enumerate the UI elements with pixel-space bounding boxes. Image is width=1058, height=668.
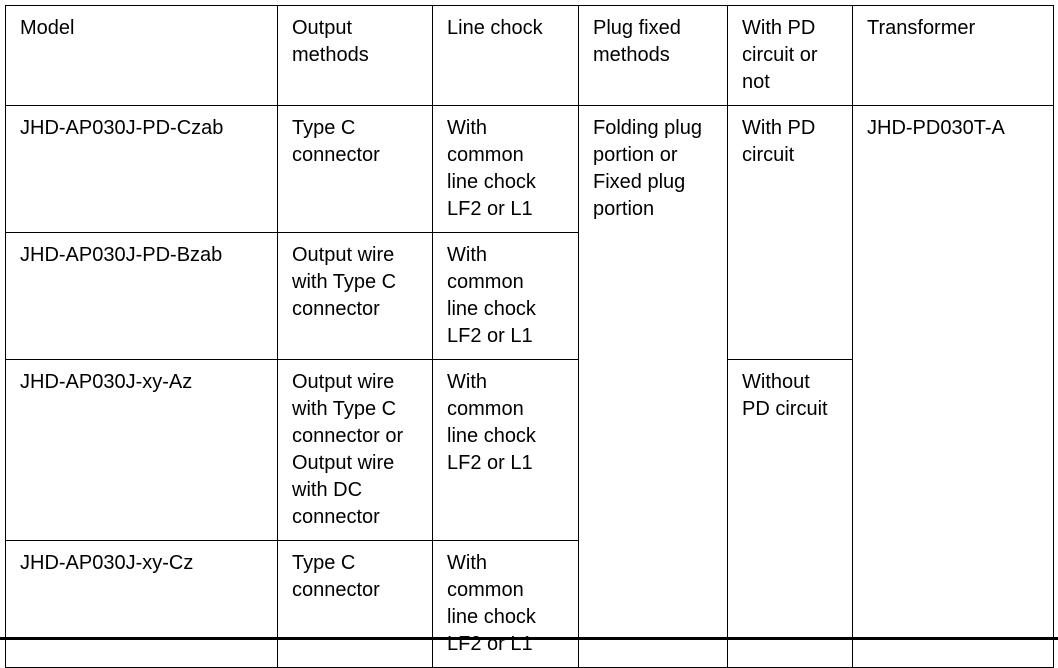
cell-line-chock: With common line chock LF2 or L1 bbox=[432, 232, 579, 360]
cell-line-chock: With common line chock LF2 or L1 bbox=[432, 540, 579, 668]
cell-plug-fixed-methods-value: Folding plug portion or Fixed plug porti… bbox=[593, 117, 702, 220]
cell-plug-fixed-methods-merged: Folding plug portion or Fixed plug porti… bbox=[578, 105, 728, 668]
column-header-line-chock: Line chock bbox=[432, 5, 579, 106]
cell-output-methods: Output wire with Type C connector or Out… bbox=[277, 359, 433, 541]
column-header-output-methods-label: Output methods bbox=[292, 17, 369, 66]
cell-line-chock: With common line chock LF2 or L1 bbox=[432, 359, 579, 541]
cell-output-methods: Type C connector bbox=[277, 540, 433, 668]
cell-line-chock-value: With common line chock LF2 or L1 bbox=[447, 117, 536, 220]
column-header-model: Model bbox=[5, 5, 278, 106]
column-header-output-methods: Output methods bbox=[277, 5, 433, 106]
cell-output-methods-value: Type C connector bbox=[292, 552, 380, 601]
cell-output-methods-value: Output wire with Type C connector bbox=[292, 244, 397, 320]
cell-pd-circuit-without-value: Without PD circuit bbox=[742, 371, 828, 420]
column-header-model-label: Model bbox=[20, 17, 75, 39]
cell-line-chock-value: With common line chock LF2 or L1 bbox=[447, 552, 536, 655]
document-page: Model Output methods Line chock Plug fix… bbox=[0, 5, 1058, 668]
cell-output-methods: Type C connector bbox=[277, 105, 433, 233]
cell-model-value: JHD-AP030J-xy-Cz bbox=[20, 552, 194, 574]
column-header-pd-circuit-label: With PD circuit or not bbox=[742, 17, 818, 93]
table-row: JHD-AP030J-PD-Czab Type C connector With… bbox=[5, 105, 1054, 668]
cell-line-chock: With common line chock LF2 or L1 bbox=[432, 105, 579, 233]
cell-model-value: JHD-AP030J-xy-Az bbox=[20, 371, 193, 393]
table-header-row: Model Output methods Line chock Plug fix… bbox=[5, 5, 1054, 106]
cell-model: JHD-AP030J-xy-Az bbox=[5, 359, 278, 541]
cell-output-methods-value: Type C connector bbox=[292, 117, 380, 166]
cell-line-chock-value: With common line chock LF2 or L1 bbox=[447, 244, 536, 347]
column-header-plug-fixed-methods-label: Plug fixed methods bbox=[593, 17, 681, 66]
cell-transformer-merged: JHD-PD030T-A bbox=[852, 105, 1054, 668]
table-row: JHD-AP030J-xy-Az Output wire with Type C… bbox=[5, 359, 1054, 668]
cell-output-methods-value: Output wire with Type C connector or Out… bbox=[292, 371, 404, 528]
cell-transformer-value: JHD-PD030T-A bbox=[867, 117, 1005, 139]
cell-line-chock-value: With common line chock LF2 or L1 bbox=[447, 371, 536, 474]
column-header-pd-circuit: With PD circuit or not bbox=[727, 5, 853, 106]
column-header-line-chock-label: Line chock bbox=[447, 17, 543, 39]
cell-pd-circuit-merged-with: With PD circuit bbox=[727, 105, 853, 360]
cell-pd-circuit-merged-without: Without PD circuit bbox=[727, 359, 853, 668]
cell-model-value: JHD-AP030J-PD-Czab bbox=[20, 117, 224, 139]
cell-model: JHD-AP030J-PD-Bzab bbox=[5, 232, 278, 360]
table-row: JHD-AP030J-PD-Bzab Output wire with Type… bbox=[5, 232, 1054, 360]
column-header-plug-fixed-methods: Plug fixed methods bbox=[578, 5, 728, 106]
cell-pd-circuit-with-value: With PD circuit bbox=[742, 117, 816, 166]
page-bottom-rule bbox=[0, 637, 1058, 640]
column-header-transformer-label: Transformer bbox=[867, 17, 976, 39]
cell-output-methods: Output wire with Type C connector bbox=[277, 232, 433, 360]
cell-model: JHD-AP030J-PD-Czab bbox=[5, 105, 278, 233]
column-header-transformer: Transformer bbox=[852, 5, 1054, 106]
product-specification-table: Model Output methods Line chock Plug fix… bbox=[5, 5, 1054, 668]
cell-model-value: JHD-AP030J-PD-Bzab bbox=[20, 244, 223, 266]
cell-model: JHD-AP030J-xy-Cz bbox=[5, 540, 278, 668]
